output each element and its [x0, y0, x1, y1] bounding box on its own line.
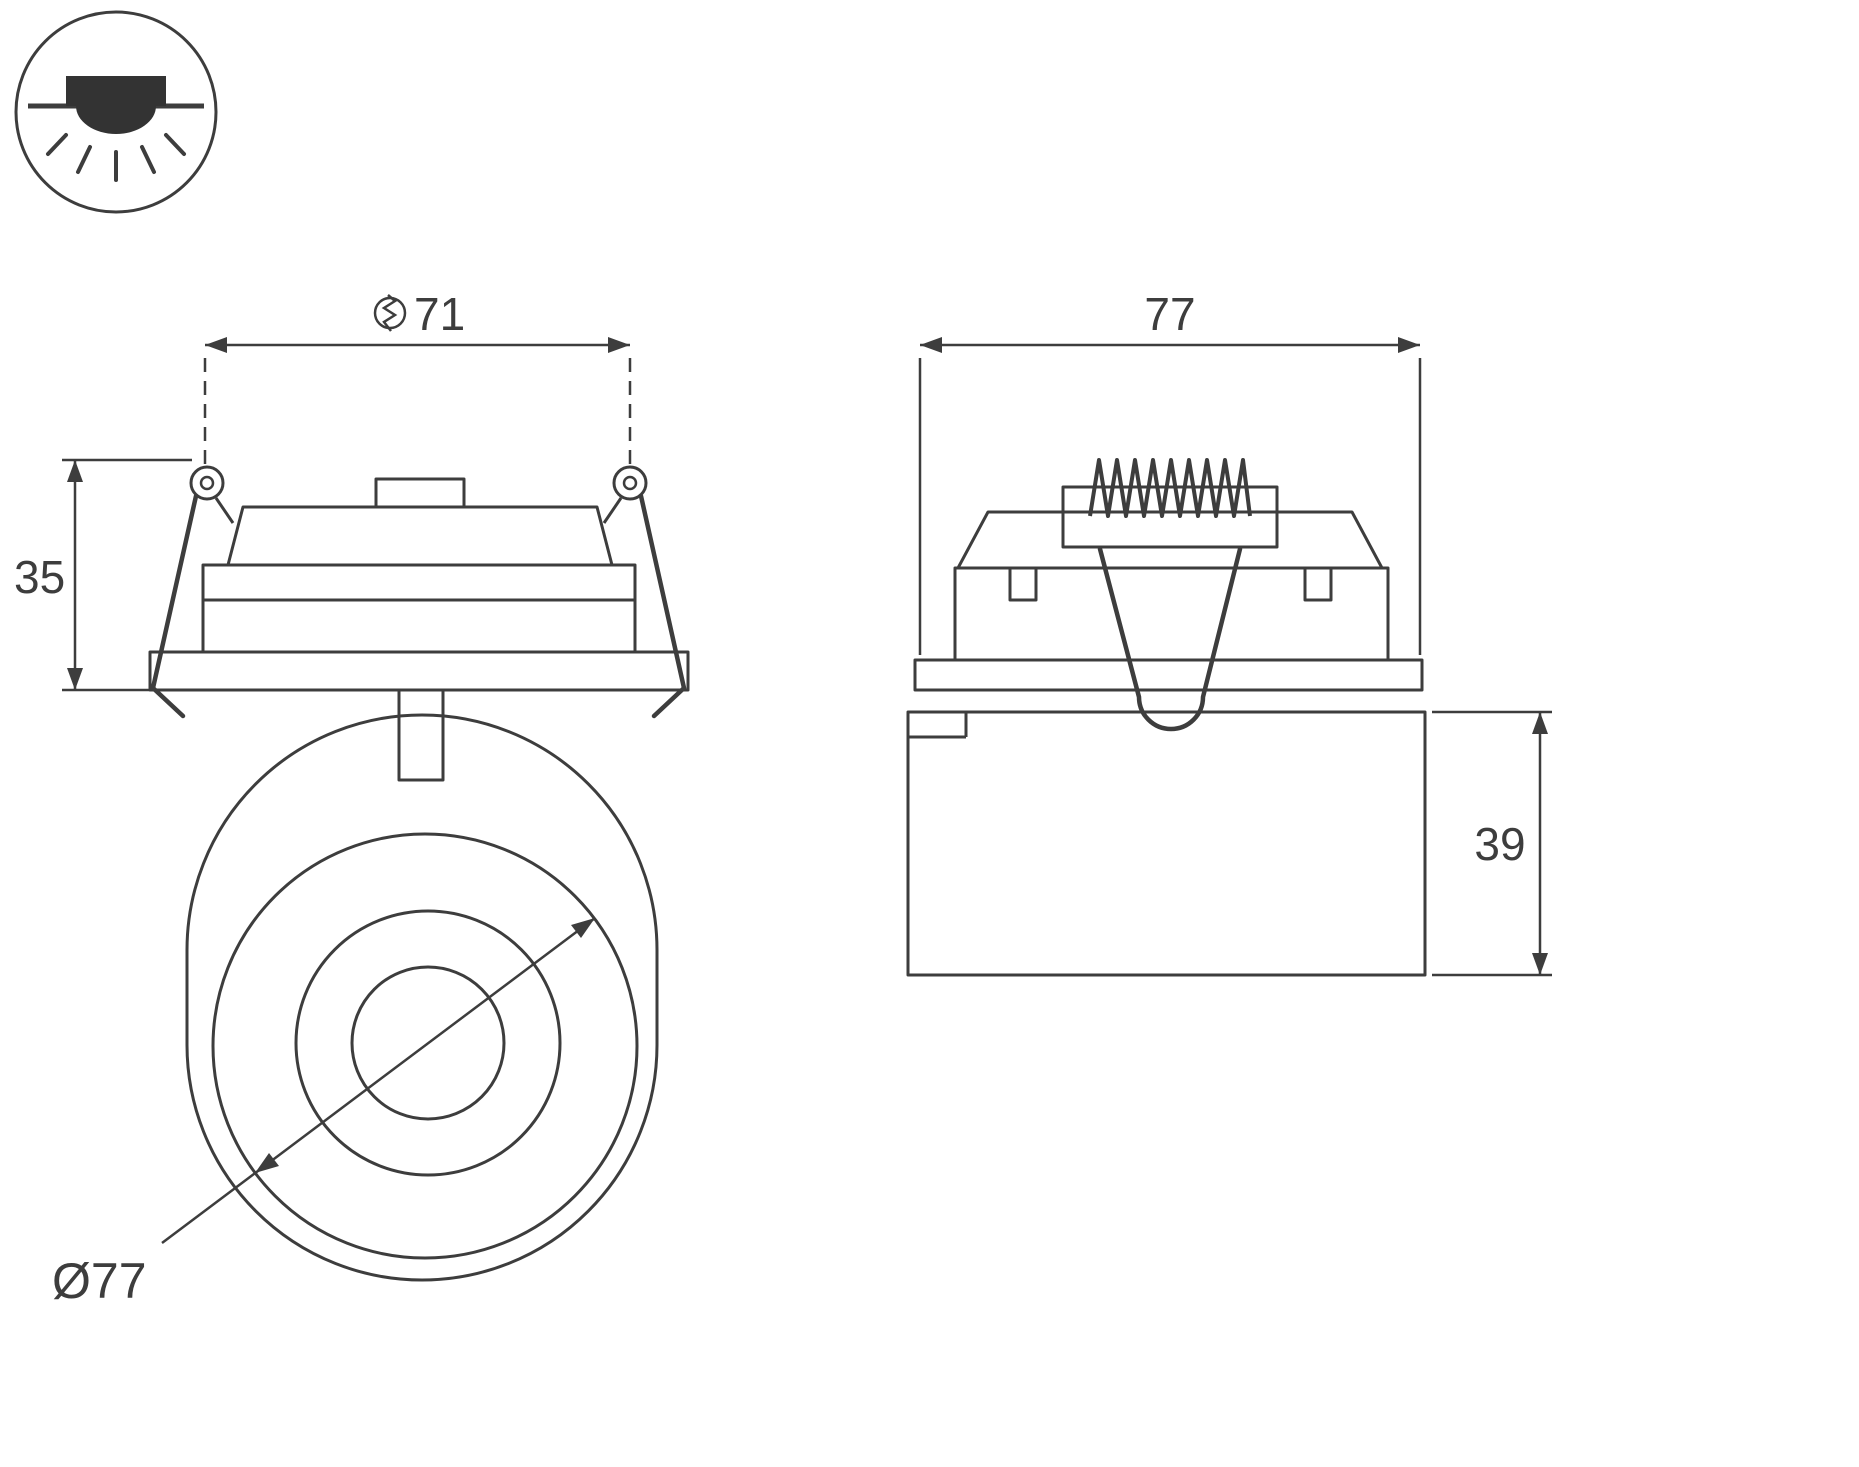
- spring-bracket: [1061, 485, 1279, 549]
- head-front-rim: [211, 832, 639, 1260]
- diameter-leader-line: [161, 917, 596, 1244]
- spring-clip-left: [150, 465, 235, 719]
- heatsink-trapezoid: [956, 510, 1384, 570]
- top-tab: [374, 477, 466, 509]
- icon-lamp-dome: [76, 106, 156, 134]
- height-label: 39: [1474, 818, 1525, 870]
- head-diameter-dimension: Ø77: [52, 917, 596, 1309]
- front-view: 71 35: [14, 288, 690, 1309]
- tab-right: [1303, 566, 1333, 602]
- housing-band: [201, 563, 637, 654]
- arrowhead-down: [1532, 953, 1548, 975]
- recess-depth-label: 35: [14, 551, 65, 603]
- head-diameter-label: Ø77: [52, 1253, 147, 1309]
- trim-flange: [148, 650, 690, 692]
- cutout-symbol-icon: [373, 294, 407, 332]
- arrowhead-left: [920, 337, 942, 353]
- lens-outer-ring: [294, 909, 562, 1177]
- icon-fixture-body: [66, 76, 166, 106]
- icon-light-rays: [46, 133, 186, 182]
- arrowhead-right: [1398, 337, 1420, 353]
- arrowhead-lower: [255, 1153, 279, 1173]
- spring-clip-right: [602, 465, 687, 719]
- cutout-diameter-label: 71: [414, 288, 465, 340]
- lens-inner-ring: [350, 965, 506, 1121]
- recessed-mount-icon: [14, 10, 218, 214]
- arrowhead-right: [608, 337, 630, 353]
- housing-front: [148, 477, 690, 692]
- head-silhouette: [185, 713, 659, 1282]
- tab-left: [1008, 566, 1038, 602]
- housing-band: [953, 566, 1390, 662]
- height-dimension: 39: [1432, 710, 1552, 977]
- housing-side: [913, 510, 1424, 692]
- head-front: [185, 688, 659, 1282]
- recess-depth-dimension: 35: [14, 458, 192, 692]
- arrowhead-up: [1532, 712, 1548, 734]
- pivot-neck: [397, 688, 445, 782]
- arrowhead-up: [67, 460, 83, 482]
- arrowhead-upper: [571, 918, 595, 938]
- arrowhead-down: [67, 668, 83, 690]
- width-label: 77: [1144, 288, 1195, 340]
- arrowhead-left: [205, 337, 227, 353]
- head-body: [906, 710, 1427, 977]
- width-dimension: 77: [918, 288, 1422, 655]
- icon-circle-border: [14, 10, 218, 214]
- cutout-diameter-dimension: 71: [203, 288, 632, 470]
- side-view: 77 39: [906, 288, 1552, 977]
- head-side: [906, 710, 1427, 977]
- heatsink-trapezoid: [226, 505, 614, 567]
- trim-flange: [913, 658, 1424, 692]
- spring-wire-loop: [1097, 546, 1243, 732]
- spring-coil: [1088, 458, 1252, 518]
- retaining-spring: [1061, 458, 1279, 732]
